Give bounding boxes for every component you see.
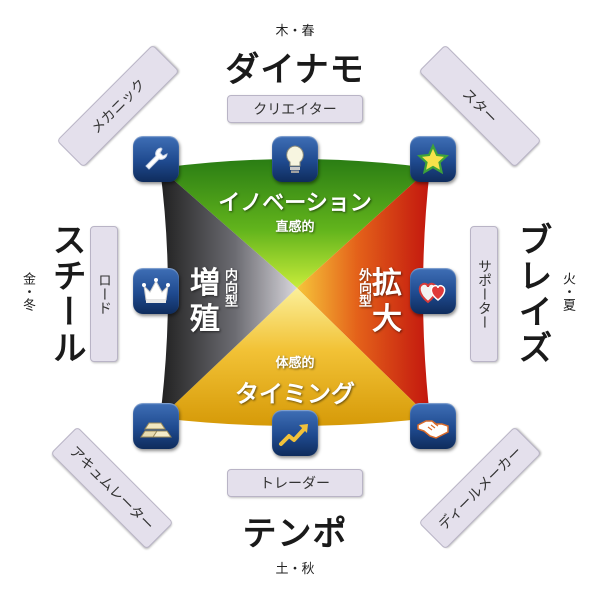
quadrant-right <box>297 168 430 418</box>
top-title: ダイナモ <box>225 50 365 90</box>
quadrant-left-sub: 内向型 <box>222 268 237 307</box>
quadrant-top-title: イノベーション <box>218 191 372 216</box>
quadrant-right-title-2: 大 <box>372 302 402 337</box>
star-icon <box>410 136 456 182</box>
crown-icon <box>133 268 179 314</box>
top-role-pill: クリエイター <box>227 95 363 123</box>
rising-chart-icon <box>272 410 318 456</box>
left-season: 金・冬 <box>20 272 35 311</box>
lightbulb-icon <box>272 136 318 182</box>
bottom-season: 土・秋 <box>275 562 315 577</box>
handshake-icon <box>410 403 456 449</box>
quadrant-left <box>160 168 297 418</box>
right-role-pill: サポーター <box>470 226 498 362</box>
quadrant-bottom-title: タイミング <box>235 380 355 408</box>
quadrant-left-title-1: 増 <box>190 266 220 301</box>
heart-icon <box>410 268 456 314</box>
left-role-pill: ロード <box>90 226 118 362</box>
quadrant-top <box>160 159 430 288</box>
right-title: ブレイズ <box>512 222 552 366</box>
top-season: 木・春 <box>275 24 315 39</box>
wrench-icon <box>133 136 179 182</box>
quadrant-bottom-sub: 体感的 <box>275 356 315 371</box>
quadrant-right-title-1: 拡 <box>372 266 402 301</box>
quadrant-top-sub: 直感的 <box>275 220 315 235</box>
quadrant-left-title-2: 殖 <box>190 302 220 337</box>
bottom-title: テンポ <box>242 514 348 554</box>
left-title: スチール <box>46 222 86 366</box>
bottom-role-pill: トレーダー <box>227 469 363 497</box>
quadrant-bottom <box>160 288 430 426</box>
gold-bars-icon <box>133 403 179 449</box>
right-season: 火・夏 <box>560 272 575 311</box>
quadrant-right-sub: 外向型 <box>356 268 371 307</box>
